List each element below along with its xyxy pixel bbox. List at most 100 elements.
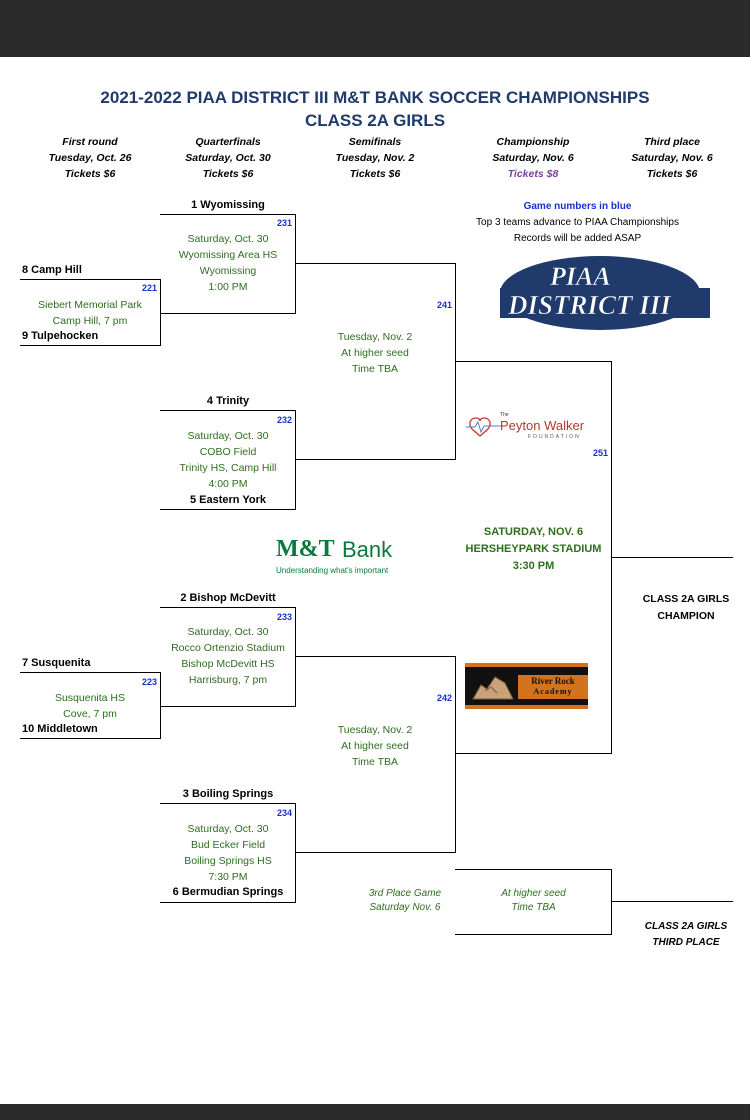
game-info-line: Boiling Springs HS	[184, 855, 272, 867]
round-tickets: Tickets $6	[64, 168, 116, 180]
round-date: Saturday, Nov. 6	[631, 152, 713, 164]
game-info-234: Saturday, Oct. 30 Bud Ecker Field Boilin…	[160, 821, 296, 885]
round-header-quarterfinals: Quarterfinals Saturday, Oct. 30 Tickets …	[153, 134, 303, 182]
piaa-logo-bottom: DISTRICT III	[507, 290, 672, 320]
bracket-line	[455, 361, 612, 362]
river-rock-logo: River Rock Academy	[465, 663, 588, 709]
bracket-line	[20, 279, 161, 280]
game-info-231: Saturday, Oct. 30 Wyomissing Area HS Wyo…	[160, 231, 296, 295]
game-info-251: SATURDAY, NOV. 6 HERSHEYPARK STADIUM 3:3…	[455, 524, 612, 575]
page-title: 2021-2022 PIAA DISTRICT III M&T BANK SOC…	[100, 88, 650, 107]
rock-icon	[472, 676, 514, 700]
bracket-line	[611, 869, 612, 935]
peyton-logo-sub: FOUNDATION	[528, 434, 581, 440]
game-info-line: Time TBA	[351, 756, 399, 768]
game-info-line: Saturday, Oct. 30	[187, 823, 269, 835]
game-info-line: Wyomissing Area HS	[178, 249, 278, 261]
piaa-district-logo: PIAA DISTRICT III	[500, 256, 710, 330]
round-tickets: Tickets $6	[349, 168, 401, 180]
game-number-231: 231	[277, 218, 293, 228]
bracket-line	[20, 345, 161, 346]
game-number-251: 251	[593, 448, 609, 458]
game-info-line: At higher seed	[341, 740, 409, 752]
bracket-line	[160, 214, 296, 215]
bracket-line	[160, 279, 161, 346]
peyton-logo-name: Peyton Walker	[500, 418, 585, 433]
game-info-223: Susquenita HS Cove, 7 pm	[20, 690, 160, 722]
game-info-line: COBO Field	[199, 446, 257, 458]
third-place-line-text: THIRD PLACE	[652, 937, 720, 948]
game-number-223: 223	[142, 677, 158, 687]
champion-line	[611, 557, 733, 558]
team-tulpehocken: 9 Tulpehocken	[22, 330, 99, 342]
bracket-line	[455, 656, 456, 853]
game-info-242: Tuesday, Nov. 2 At higher seed Time TBA	[300, 722, 450, 770]
bracket-line	[295, 459, 456, 460]
bracket-line	[160, 313, 296, 314]
game-info-line: Camp Hill, 7 pm	[52, 315, 128, 327]
piaa-logo-band	[500, 288, 710, 318]
round-tickets: Tickets $8	[507, 168, 559, 180]
game-info-line: HERSHEYPARK STADIUM	[465, 543, 602, 555]
round-header-third-place: Third place Saturday, Nov. 6 Tickets $6	[597, 134, 747, 182]
game-info-line: Bishop McDevitt HS	[181, 658, 275, 670]
bracket-line	[160, 410, 296, 411]
bracket-line	[160, 902, 296, 903]
champion-label: CLASS 2A GIRLS CHAMPION	[611, 591, 750, 625]
bracket-line	[295, 803, 296, 903]
bracket-line	[455, 934, 612, 935]
game-info-line: Trinity HS, Camp Hill	[179, 462, 277, 474]
bracket-line	[295, 656, 456, 657]
game-info-line: Cove, 7 pm	[63, 708, 117, 720]
game-info-line: Saturday, Oct. 30	[187, 430, 269, 442]
bracket-line	[295, 410, 296, 510]
game-info-line: 3:30 PM	[512, 560, 555, 572]
third-place-result-label: CLASS 2A GIRLS THIRD PLACE	[611, 919, 750, 951]
round-date: Tuesday, Oct. 26	[48, 152, 132, 164]
game-info-line: SATURDAY, NOV. 6	[483, 526, 584, 538]
game-number-233: 233	[277, 612, 293, 622]
game-number-241: 241	[437, 300, 453, 310]
round-name: First round	[62, 136, 118, 148]
third-place-game-label: 3rd Place Game Saturday Nov. 6	[345, 887, 465, 915]
river-rock-logo-stripe	[465, 705, 588, 709]
bracket-line	[295, 607, 296, 707]
round-name: Championship	[496, 136, 570, 148]
team-wyomissing: 1 Wyomissing	[191, 199, 265, 211]
round-tickets: Tickets $6	[646, 168, 698, 180]
team-boiling-springs: 3 Boiling Springs	[182, 788, 274, 800]
third-place-line	[611, 901, 733, 902]
river-rock-name-panel: River Rock Academy	[518, 675, 588, 699]
bracket-line	[455, 753, 612, 754]
mt-logo-tagline: Understanding what's important	[276, 566, 389, 575]
bracket-line	[295, 263, 456, 264]
bracket-line	[160, 672, 161, 739]
team-susquenita: 7 Susquenita	[22, 657, 91, 669]
third-place-game-info: At higher seed Time TBA	[455, 887, 612, 915]
mt-logo-name-b: Bank	[342, 537, 393, 562]
game-info-line: Saturday, Oct. 30	[187, 233, 269, 245]
river-rock-name-1: River Rock	[531, 676, 575, 686]
game-info-line: Harrisburg, 7 pm	[188, 674, 268, 686]
game-info-line: Saturday, Oct. 30	[187, 626, 269, 638]
game-info-line: 7:30 PM	[208, 871, 248, 883]
round-header-championship: Championship Saturday, Nov. 6 Tickets $8	[458, 134, 608, 182]
round-date: Saturday, Nov. 6	[492, 152, 574, 164]
bracket-line	[160, 509, 296, 510]
bottom-bar	[0, 1104, 750, 1120]
third-place-line-text: Time TBA	[511, 902, 556, 913]
team-bishop-mcdevitt: 2 Bishop McDevitt	[180, 592, 276, 604]
game-info-line: Time TBA	[351, 363, 399, 375]
team-trinity: 4 Trinity	[206, 395, 250, 407]
game-number-234: 234	[277, 808, 293, 818]
bracket-line	[160, 706, 296, 707]
team-middletown: 10 Middletown	[22, 723, 98, 735]
round-name: Quarterfinals	[195, 136, 261, 148]
game-info-line: Tuesday, Nov. 2	[337, 331, 413, 343]
third-place-line-text: Saturday Nov. 6	[369, 902, 441, 913]
bracket-line	[20, 738, 161, 739]
round-header-first: First round Tuesday, Oct. 26 Tickets $6	[15, 134, 165, 182]
river-rock-logo-stripe	[465, 663, 588, 667]
mt-bank-logo: M&T Bank Understanding what's important	[274, 536, 424, 578]
game-number-242: 242	[437, 693, 453, 703]
